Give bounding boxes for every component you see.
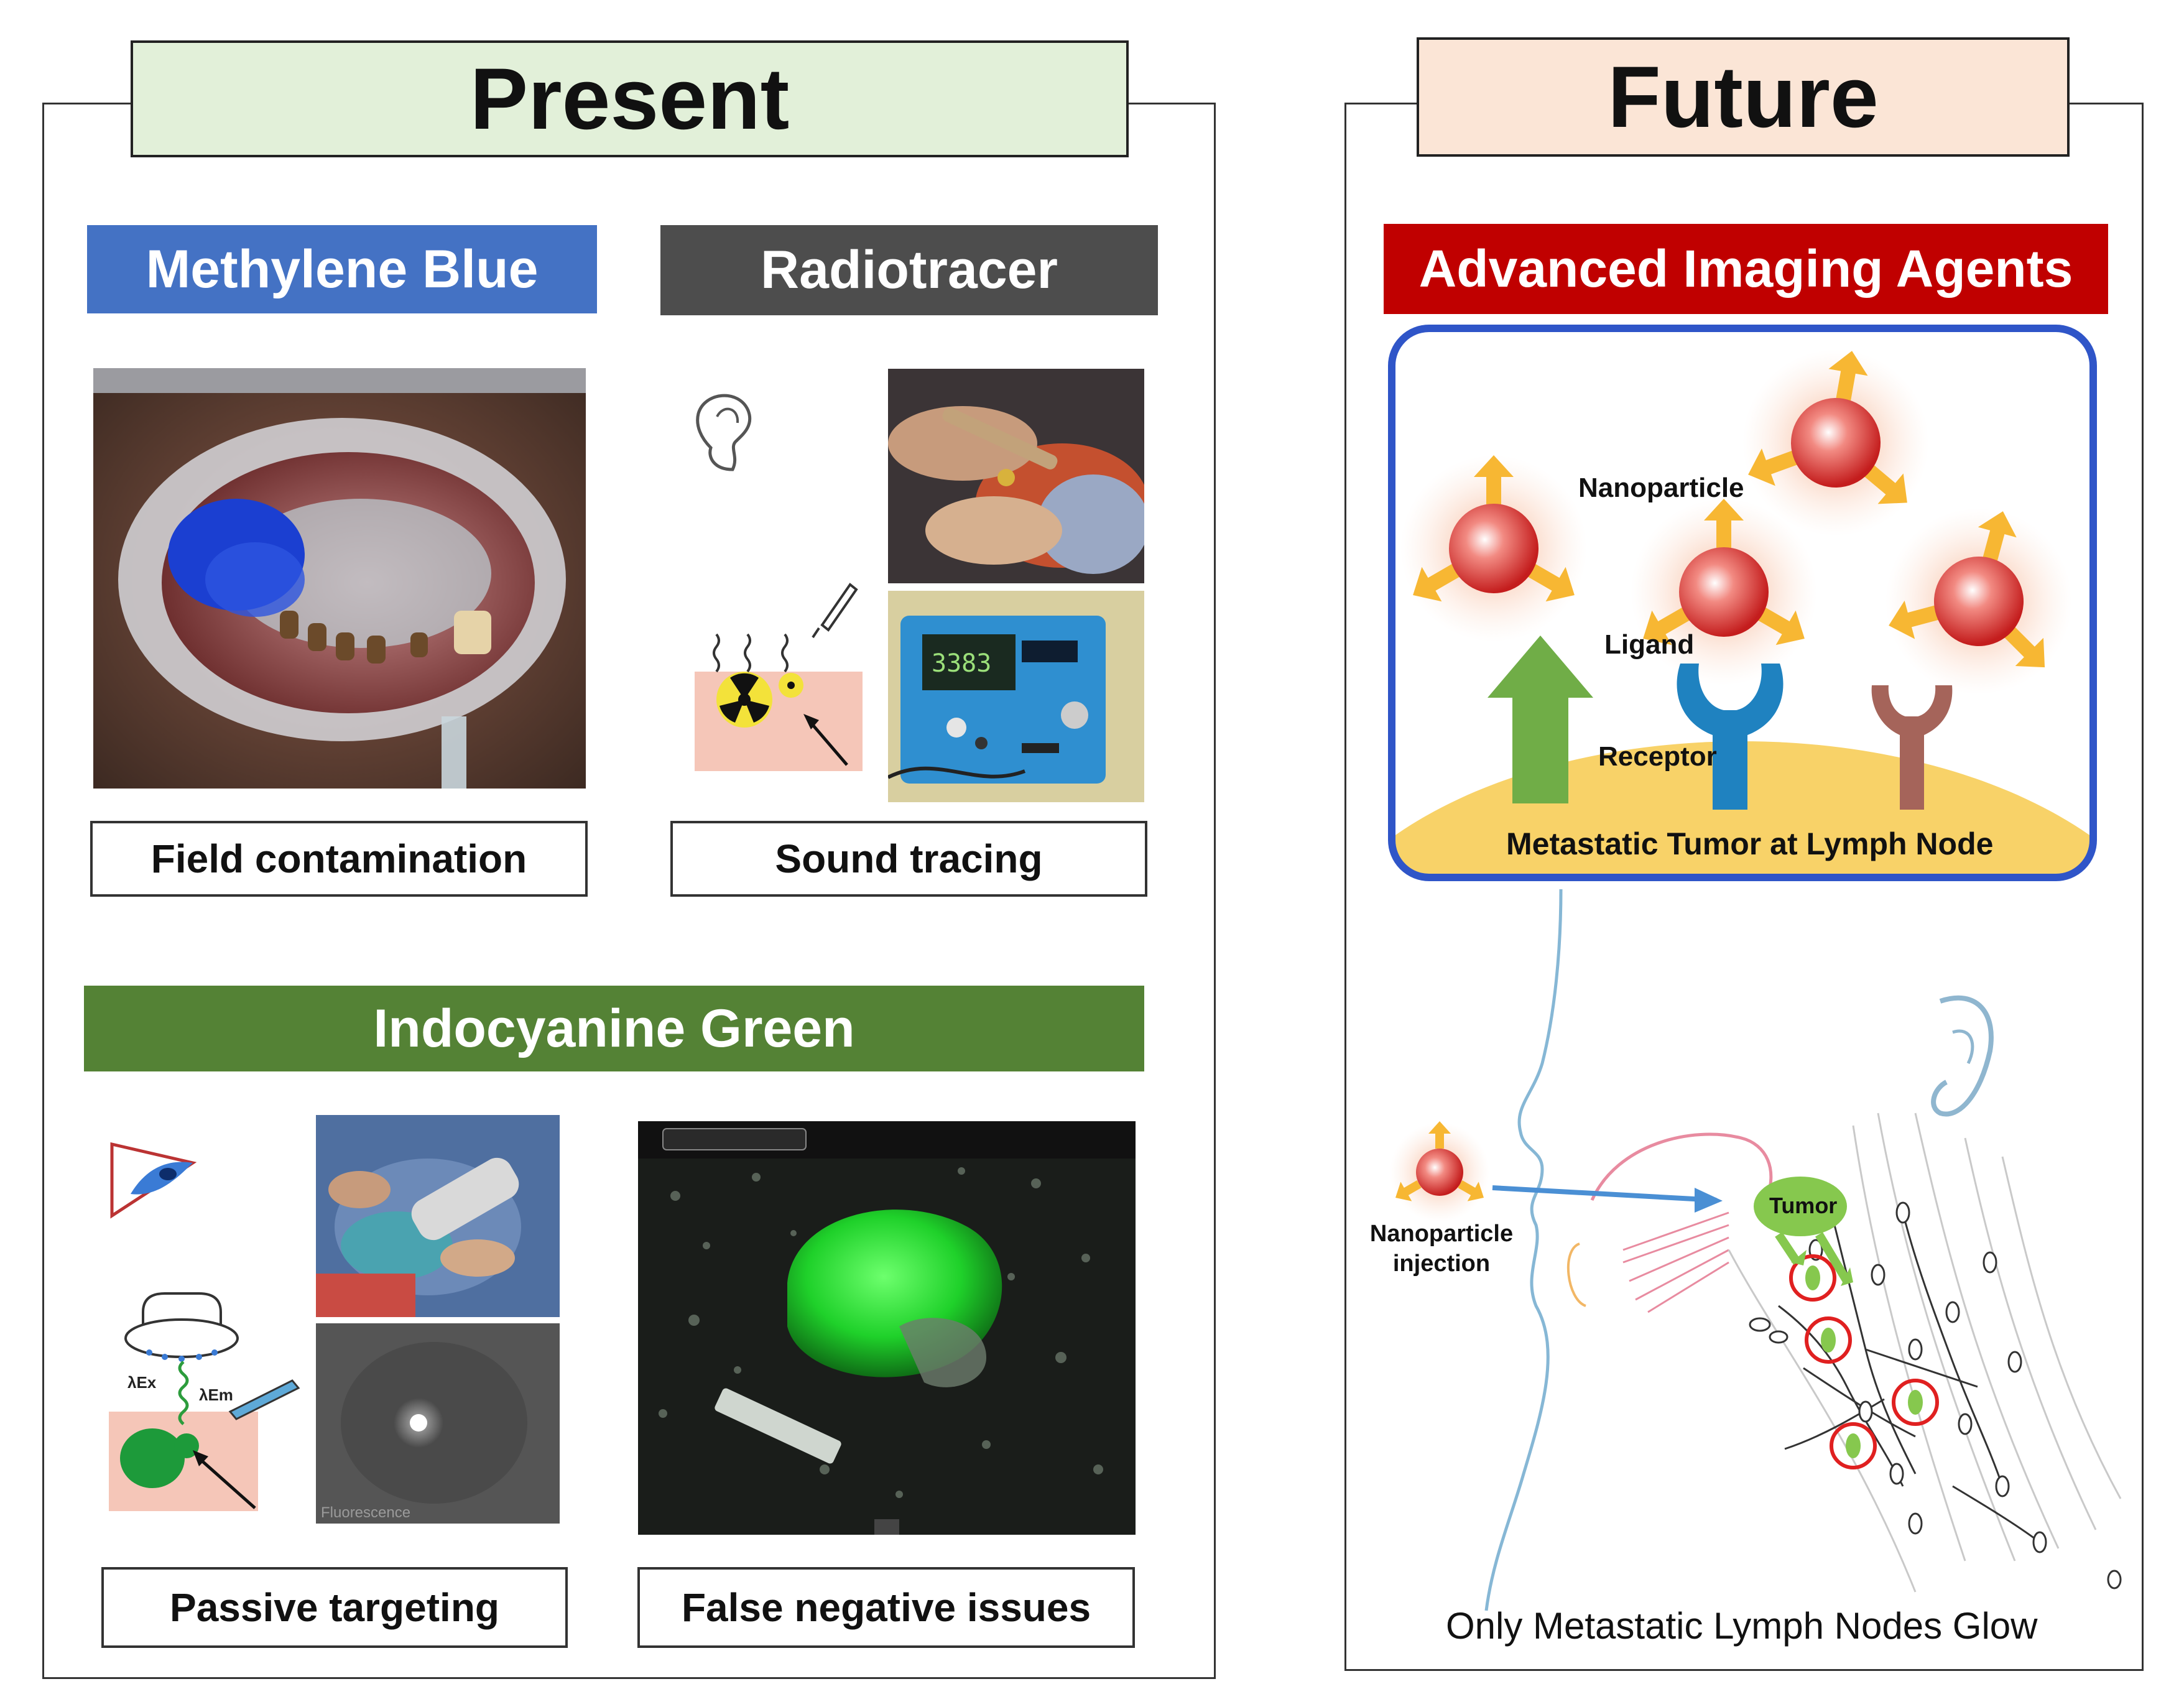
ligand-label: Ligand [1604, 629, 1695, 660]
icg-fluorescence-image: Fluorescence [316, 1323, 560, 1524]
radiotracer-schematic [692, 578, 866, 771]
nanoparticle-label: Nanoparticle [1578, 473, 1744, 503]
tumor-base-label: Metastatic Tumor at Lymph Node [1506, 826, 1994, 861]
eye-icon [106, 1138, 205, 1219]
svg-text:λEx: λEx [127, 1373, 157, 1392]
icg-surgery-photo [316, 1115, 560, 1317]
present-title: Present [131, 40, 1129, 157]
future-caption: Only Metastatic Lymph Nodes Glow [1446, 1605, 2038, 1647]
future-title: Future [1417, 37, 2070, 157]
injection-label: Nanoparticle injection [1369, 1221, 1514, 1277]
gamma-probe-device-photo: 3383 [888, 591, 1144, 802]
icg-green-fluorescence-photo [638, 1121, 1136, 1535]
radiotracer-surgery-photo [888, 369, 1144, 583]
svg-text:Fluorescence: Fluorescence [321, 1504, 410, 1521]
tumor-label: Tumor [1769, 1193, 1838, 1218]
icg-caption-false-negative: False negative issues [637, 1567, 1135, 1648]
radiotracer-caption: Sound tracing [670, 821, 1147, 897]
icg-band: Indocyanine Green [84, 986, 1144, 1071]
receptor-label: Receptor [1598, 741, 1717, 772]
methylene-blue-photo [93, 368, 586, 789]
ear-icon [689, 389, 757, 476]
methylene-blue-band: Methylene Blue [87, 225, 597, 313]
methylene-blue-caption: Field contamination [90, 821, 588, 897]
icg-caption-passive: Passive targeting [101, 1567, 568, 1648]
svg-text:λEm: λEm [199, 1385, 233, 1404]
advanced-imaging-band: Advanced Imaging Agents [1384, 224, 2108, 314]
head-neck-sketch [1356, 877, 2133, 1623]
icg-schematic: λEx λEm [106, 1287, 305, 1517]
nanoparticle-diagram [1388, 325, 2097, 881]
svg-text:3383: 3383 [932, 649, 991, 678]
radiotracer-band: Radiotracer [660, 225, 1158, 315]
